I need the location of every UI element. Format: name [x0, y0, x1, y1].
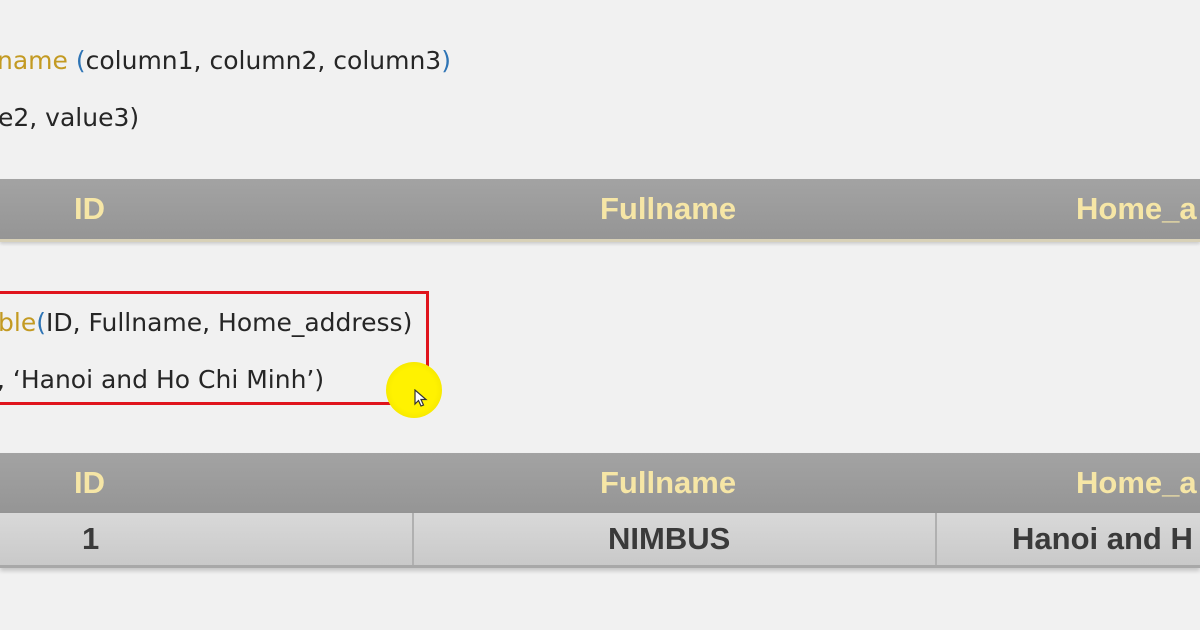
table-cell-id: 1: [82, 521, 100, 556]
table-header-id: ID: [74, 465, 105, 500]
code-keyword-table-name: ble: [0, 308, 37, 337]
code-line-values-template: e2, value3): [0, 103, 139, 133]
code-line-insert-into-template: name (column1, column2, column3): [0, 46, 451, 76]
table-header-top: ID Fullname Home_a: [0, 179, 1200, 242]
code-column-list: ID, Fullname, Home_address: [45, 308, 403, 337]
code-open-paren: (: [36, 308, 46, 337]
table-row: 1 NIMBUS Hanoi and H: [0, 513, 1200, 568]
column-divider: [935, 513, 937, 565]
table-header-id: ID: [74, 191, 105, 226]
code-open-paren: (: [75, 46, 86, 75]
table-header-home-address: Home_a: [1076, 465, 1197, 500]
column-divider: [412, 513, 414, 565]
code-line-insert-into-example: ble(ID, Fullname, Home_address): [0, 308, 412, 338]
table-header-home-address: Home_a: [1076, 191, 1197, 226]
highlight-box: [0, 291, 429, 405]
mouse-pointer-icon: [414, 389, 428, 407]
code-values-list: e2, value3): [0, 103, 140, 132]
code-column-list: column1, column2, column3: [85, 46, 442, 75]
code-close-paren: ): [441, 46, 451, 75]
table-header-bottom: ID Fullname Home_a: [0, 453, 1200, 516]
code-line-values-example: , ‘Hanoi and Ho Chi Minh’): [0, 365, 324, 395]
code-values-list: , ‘Hanoi and Ho Chi Minh’): [0, 365, 325, 394]
table-header-fullname: Fullname: [600, 191, 737, 226]
code-keyword-table-name: name: [0, 46, 68, 75]
table-header-fullname: Fullname: [600, 465, 737, 500]
code-close-paren: ): [402, 308, 413, 337]
cursor-highlight: [386, 362, 442, 418]
table-cell-fullname: NIMBUS: [608, 521, 731, 556]
table-cell-home-address: Hanoi and H: [1012, 521, 1193, 556]
